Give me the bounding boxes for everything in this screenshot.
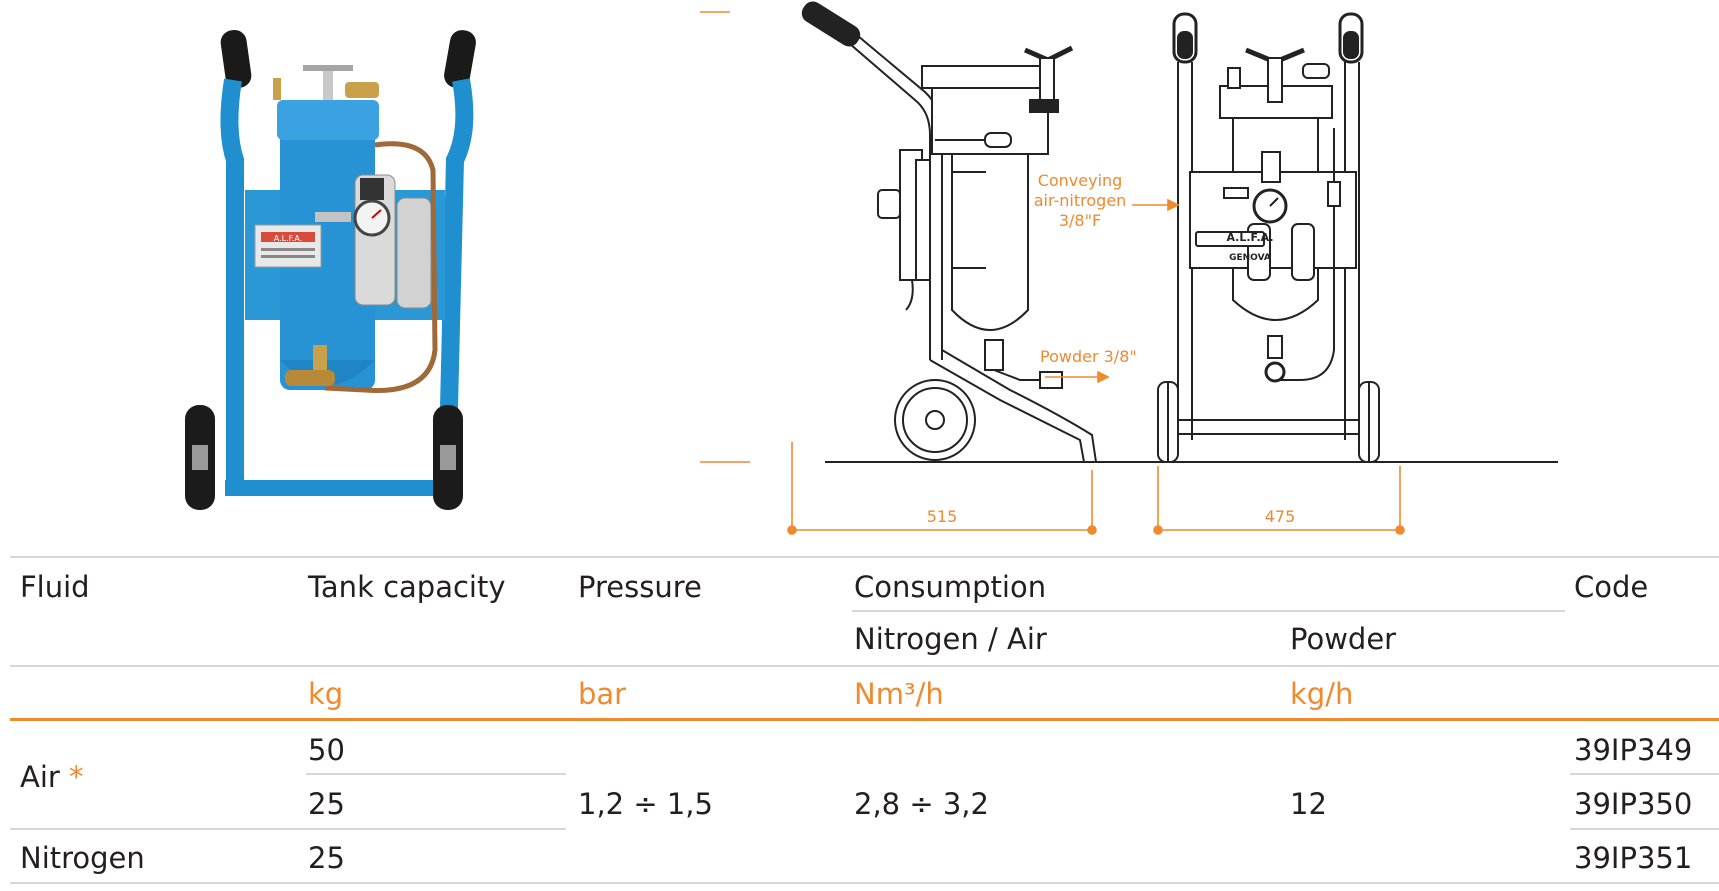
unit-nitrogen-air: Nm³/h <box>854 677 944 711</box>
header-pressure: Pressure <box>578 570 702 604</box>
fluid-air-label: Air <box>20 760 60 794</box>
table-rule-row1-code <box>1570 773 1719 775</box>
tank-value-row3: 25 <box>308 841 345 875</box>
header-code: Code <box>1574 570 1649 604</box>
powder-label: Powder 3/8" <box>1040 347 1137 366</box>
table-rule-headers <box>10 665 1719 667</box>
tank-value-row2: 25 <box>308 787 345 821</box>
unit-pressure: bar <box>578 677 627 711</box>
table-rule-consumption <box>852 610 1565 612</box>
table-rule-row1-tank <box>306 773 566 775</box>
technical-drawing: A.L.F.A. GENOVA 800 515 475 Powder 3/8" … <box>700 1 1558 535</box>
air-footnote-marker: * <box>69 760 84 794</box>
tank-value-row1: 50 <box>308 733 345 767</box>
conveying-label-1: Conveying <box>1038 171 1123 190</box>
dim-side-width: 515 <box>927 507 958 526</box>
fluid-air: Air * <box>20 760 84 794</box>
table-rule-units <box>10 718 1719 721</box>
conveying-label-2: air-nitrogen <box>1034 191 1127 210</box>
pressure-value: 1,2 ÷ 1,5 <box>578 787 713 821</box>
conveying-label-3: 3/8"F <box>1059 211 1101 230</box>
fluid-nitrogen: Nitrogen <box>20 841 145 875</box>
drawing-brand-plate: A.L.F.A. <box>1226 231 1273 244</box>
code-row3: 39IP351 <box>1574 841 1693 875</box>
code-row2: 39IP350 <box>1574 787 1693 821</box>
header-powder: Powder <box>1290 622 1397 656</box>
unit-powder: kg/h <box>1290 677 1354 711</box>
table-rule-row2-code <box>1570 828 1719 830</box>
product-photo: A.L.F.A. <box>185 30 476 510</box>
powder-value: 12 <box>1290 787 1327 821</box>
header-nitrogen-air: Nitrogen / Air <box>854 622 1047 656</box>
header-tank-capacity: Tank capacity <box>308 570 506 604</box>
header-consumption: Consumption <box>854 570 1047 604</box>
consumption-value: 2,8 ÷ 3,2 <box>854 787 989 821</box>
table-rule-top <box>10 556 1719 558</box>
unit-tank: kg <box>308 677 344 711</box>
dim-front-width: 475 <box>1265 507 1296 526</box>
code-row1: 39IP349 <box>1574 733 1693 767</box>
header-fluid: Fluid <box>20 570 90 604</box>
table-rule-bottom <box>10 882 1719 884</box>
photo-plate-text: A.L.F.A. <box>274 234 303 243</box>
table-rule-row2-fluid <box>10 828 566 830</box>
drawing-brand-city: GENOVA <box>1229 253 1271 263</box>
